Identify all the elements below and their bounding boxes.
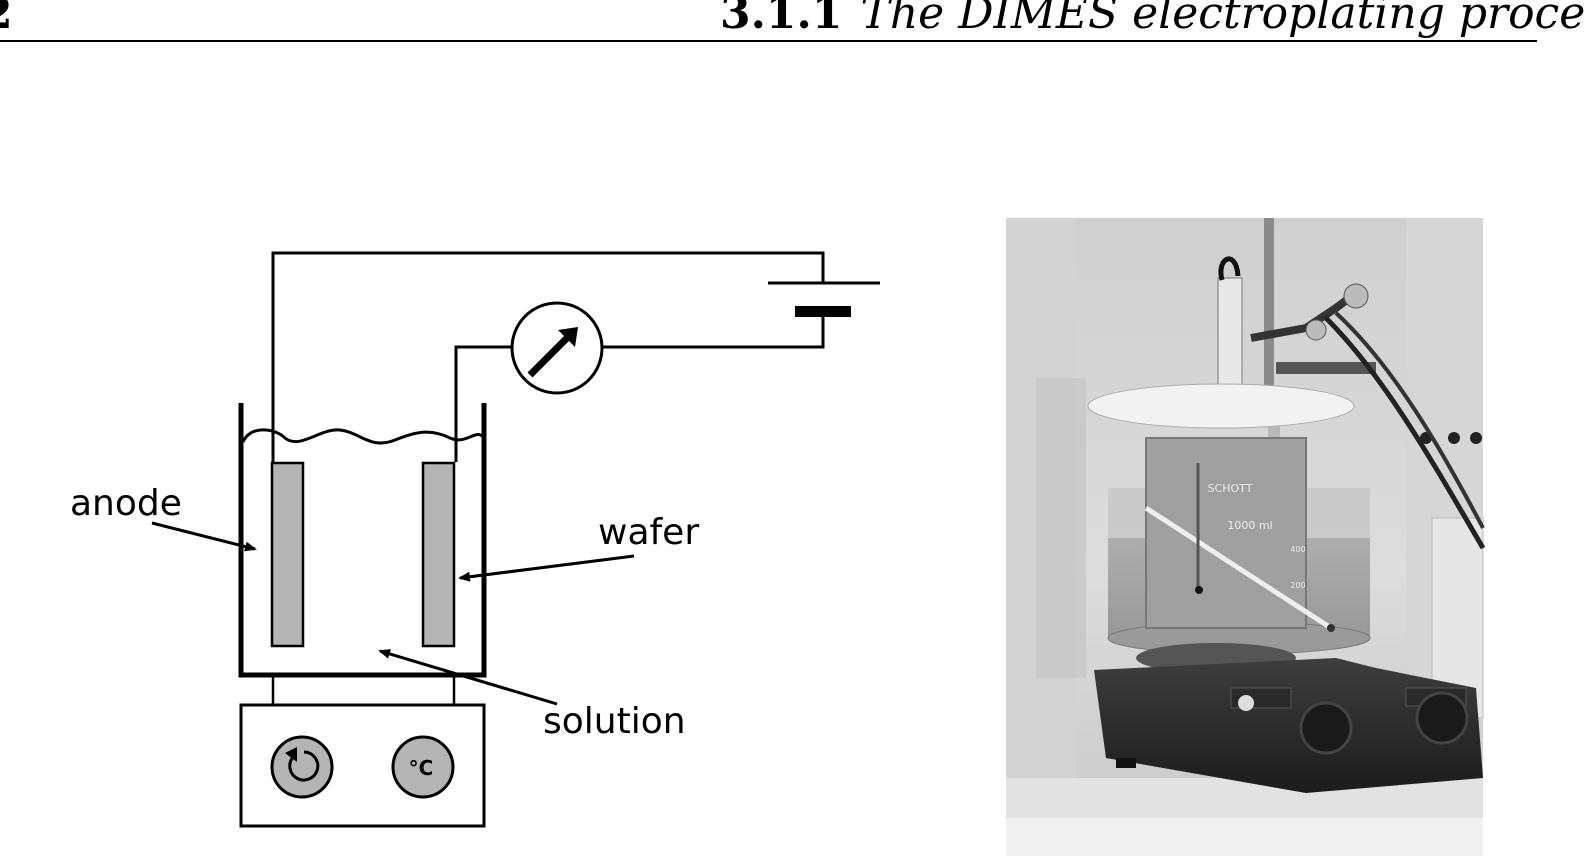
section-title: The DIMES electroplating proce [860,0,1585,39]
running-header: 3.1.1 The DIMES electroplating proce [720,0,1585,44]
battery-icon [768,281,880,317]
scale-mark-400: 400 [1290,545,1305,554]
temperature-knob-icon: °C [391,735,455,799]
scale-mark-200: 200 [1290,581,1305,590]
electroplating-schematic: °C anode wafer solution [70,251,880,828]
section-number: 3.1.1 [720,0,843,39]
solution-surface [241,428,483,445]
header-rule [0,40,1537,42]
ammeter-icon [510,301,604,395]
wafer-label: wafer [598,512,699,553]
wafer-arrow [458,554,635,582]
temperature-symbol: °C [409,756,434,780]
solution-label: solution [543,701,686,742]
anode-label: anode [70,483,182,524]
page-number: 2 [0,0,13,44]
beaker-brand: SCHOTT [1208,482,1253,495]
beaker-volume: 1000 ml [1227,519,1272,532]
wafer-plate [421,461,456,648]
circuit-wires [271,251,825,462]
beaker [238,403,487,678]
stirrer-knob-icon [270,735,334,799]
anode-plate [270,461,305,648]
anode-arrow [151,521,257,552]
solution-arrow [378,649,558,706]
apparatus-photo: SCHOTT 1000 ml 400 200 [1006,218,1486,856]
